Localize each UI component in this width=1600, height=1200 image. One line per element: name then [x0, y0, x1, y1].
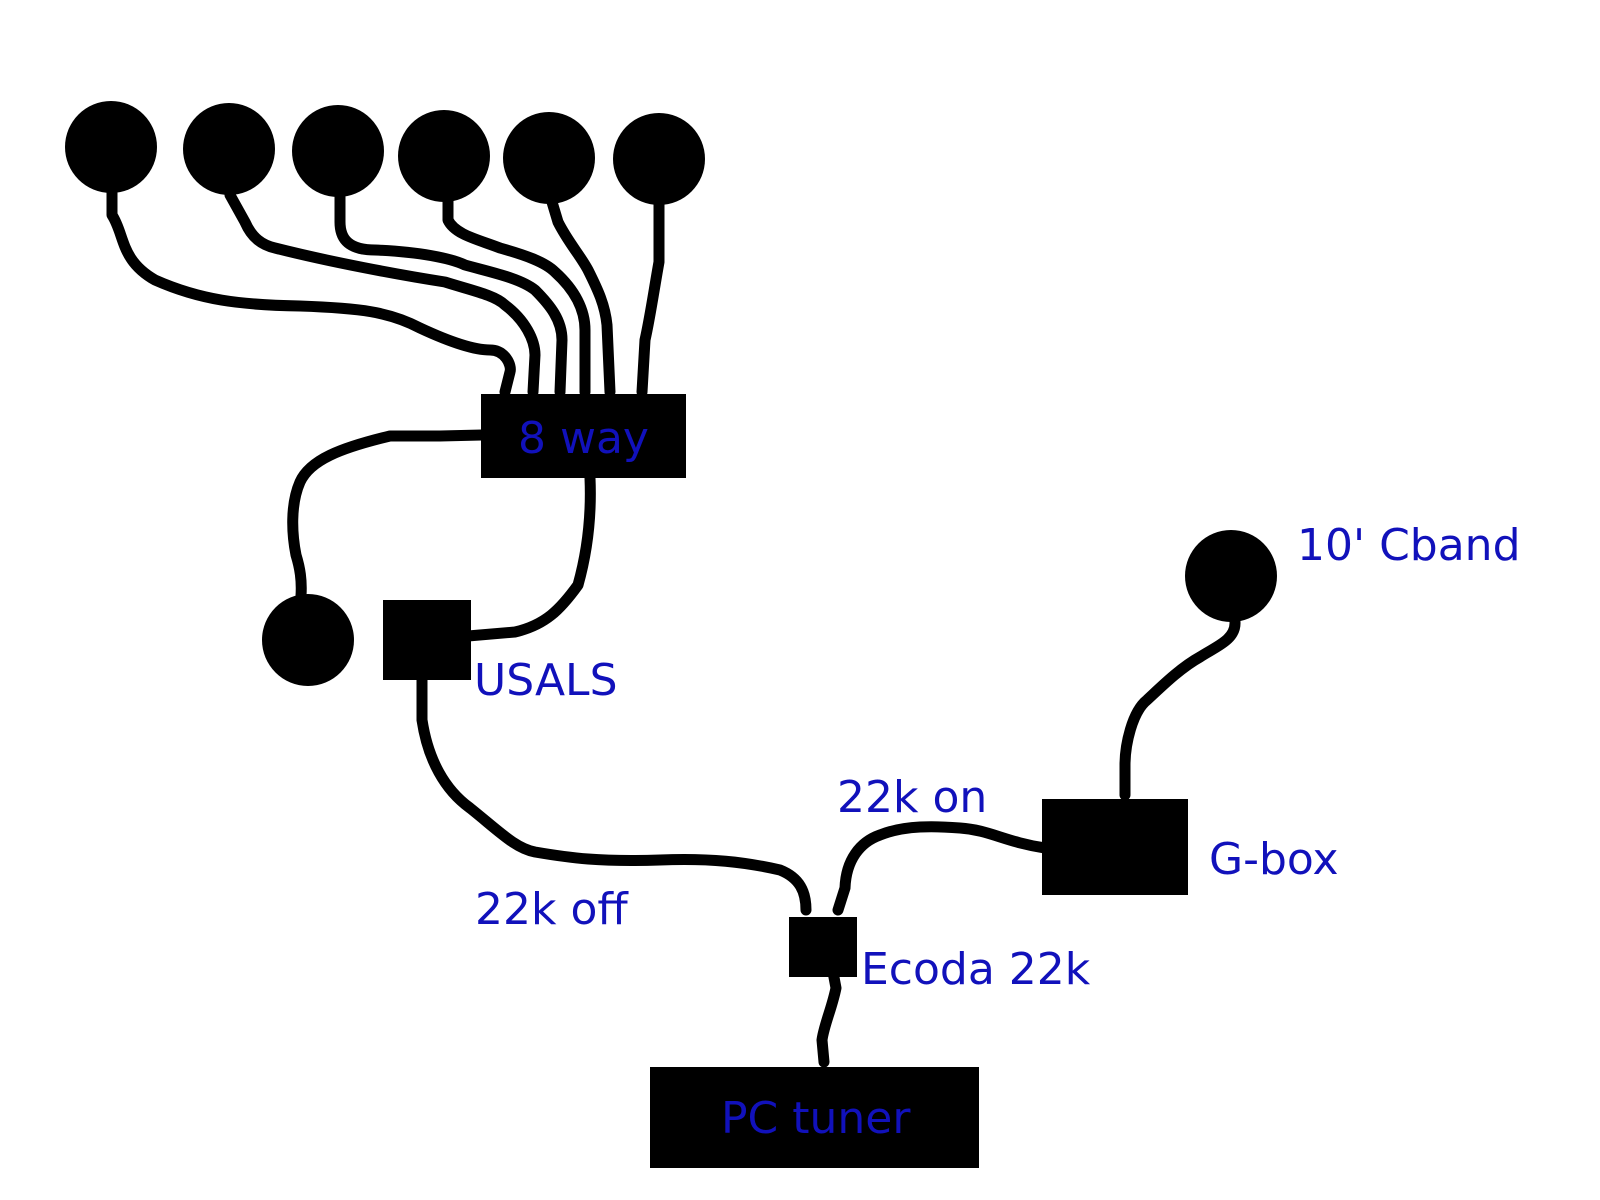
dish-3	[292, 105, 384, 197]
dish-5	[503, 112, 595, 204]
dish-2	[183, 103, 275, 195]
dish-7	[262, 594, 354, 686]
cband-label: 10' Cband	[1297, 520, 1521, 571]
cable-cband-to-gbox	[1119, 616, 1241, 801]
cable-ecoda-to-pc-tuner	[816, 966, 842, 1068]
ecoda-label: Ecoda 22k	[861, 944, 1091, 995]
eight-way-label: 8 way	[518, 413, 649, 464]
cable-dish-5-to-8way	[546, 196, 616, 398]
cable-8way-to-usals	[462, 472, 596, 642]
pc-tuner-label: PC tuner	[721, 1093, 911, 1144]
usals-motor	[383, 600, 471, 680]
cable-ecoda-to-gbox	[832, 821, 1051, 916]
cable-8way-to-dish-7	[287, 429, 488, 602]
22k-off-label: 22k off	[475, 884, 629, 935]
gbox-label: G-box	[1209, 834, 1339, 885]
cable-dish-1-to-8way	[106, 184, 516, 398]
usals-label: USALS	[474, 655, 618, 706]
dish-6	[613, 113, 705, 205]
g-box	[1042, 799, 1188, 895]
ecoda-22k-switch	[789, 917, 857, 977]
pc-tuner	[650, 1067, 979, 1168]
22k-on-label: 22k on	[837, 772, 987, 823]
cable-dish-6-to-8way	[636, 194, 665, 398]
dish-4	[398, 110, 490, 202]
cable-dish-2-to-8way	[224, 189, 541, 398]
eight-way-switch	[481, 394, 686, 478]
dish-1	[65, 101, 157, 193]
cable-dish-4-to-8way	[442, 194, 591, 398]
cable-dish-3-to-8way	[334, 190, 568, 398]
cband-dish	[1185, 530, 1277, 622]
cable-usals-to-ecoda	[416, 670, 812, 916]
